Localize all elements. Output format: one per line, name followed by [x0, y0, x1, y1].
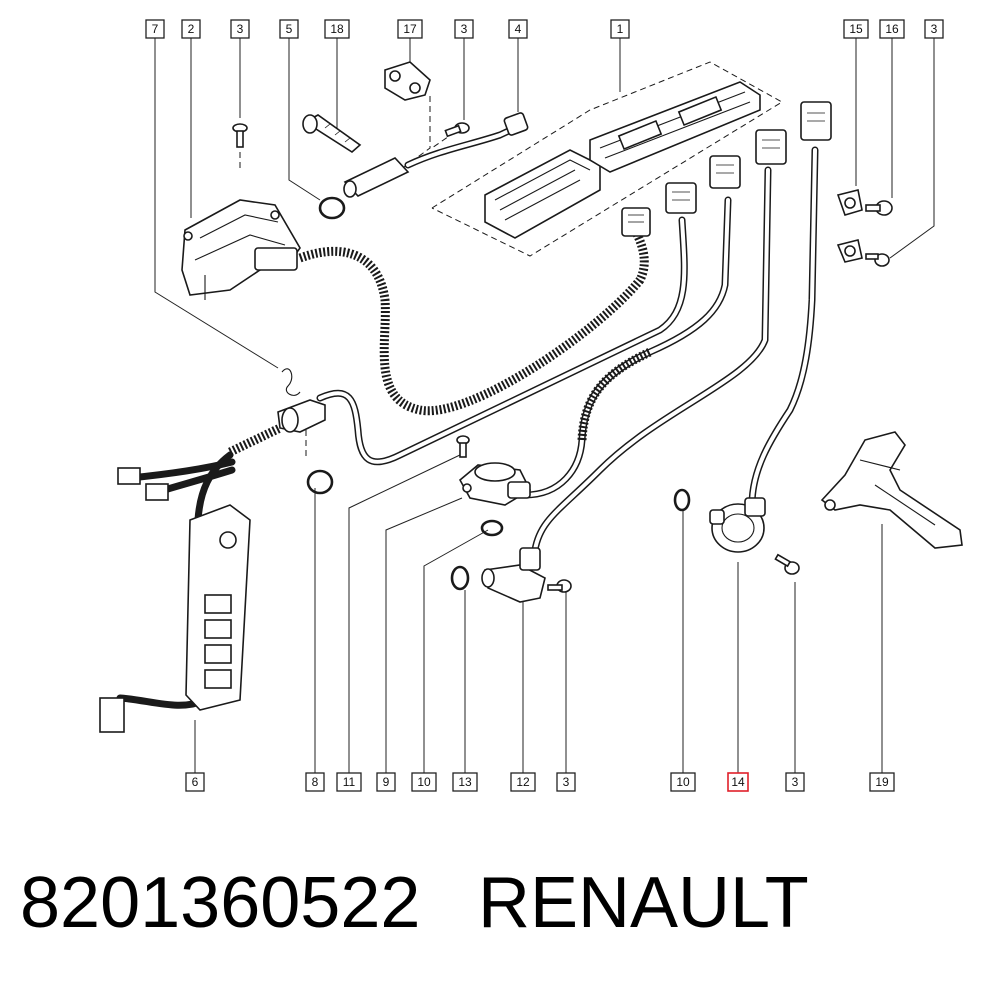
svg-text:3: 3	[792, 775, 799, 789]
brand-name: RENAULT	[478, 863, 809, 943]
svg-text:13: 13	[458, 775, 472, 789]
callout-10: 10	[670, 772, 696, 792]
position-sensor	[481, 547, 546, 603]
callout-8: 8	[305, 772, 325, 792]
svg-text:18: 18	[330, 22, 344, 36]
callout-1: 1	[610, 19, 630, 39]
callout-3: 3	[924, 19, 944, 39]
svg-text:2: 2	[188, 22, 195, 36]
svg-text:8: 8	[312, 775, 319, 789]
grommet	[277, 368, 326, 433]
harness-strip	[99, 467, 251, 733]
cable-connectors	[621, 101, 832, 237]
actuator-14	[709, 497, 766, 553]
callout-14-highlighted[interactable]: 14	[727, 772, 749, 792]
callout-2: 2	[181, 19, 201, 39]
svg-text:12: 12	[516, 775, 530, 789]
svg-text:14: 14	[731, 775, 745, 789]
callout-19: 19	[869, 772, 895, 792]
cable-clips	[836, 189, 893, 267]
callout-7: 7	[145, 19, 165, 39]
svg-text:6: 6	[192, 775, 199, 789]
svg-text:1: 1	[617, 22, 624, 36]
callout-3: 3	[785, 772, 805, 792]
callout-16: 16	[879, 19, 905, 39]
callout-10: 10	[411, 772, 437, 792]
bracket-19	[820, 431, 963, 549]
screw-17	[444, 122, 470, 138]
callout-6: 6	[185, 772, 205, 792]
callout-3: 3	[454, 19, 474, 39]
svg-text:19: 19	[875, 775, 889, 789]
bracket-17	[384, 61, 431, 101]
svg-text:4: 4	[515, 22, 522, 36]
callout-9: 9	[376, 772, 396, 792]
callout-13: 13	[452, 772, 478, 792]
callout-11: 11	[336, 772, 362, 792]
callout-3: 3	[230, 19, 250, 39]
o-ring-5	[318, 196, 346, 220]
svg-text:11: 11	[343, 775, 356, 789]
svg-text:3: 3	[461, 22, 468, 36]
screw-9	[456, 435, 470, 458]
control-module	[181, 199, 301, 300]
leader-lines	[154, 38, 935, 773]
o-ring-10-left	[480, 519, 504, 537]
callout-18: 18	[324, 19, 350, 39]
callout-4: 4	[508, 19, 528, 39]
svg-text:5: 5	[286, 22, 293, 36]
callouts-bottom: 6 8 11 9 10 13 12 3 10 14 3 19	[185, 772, 895, 792]
svg-text:3: 3	[563, 775, 570, 789]
o-ring-13	[450, 565, 470, 591]
screw-12	[547, 579, 572, 593]
svg-text:10: 10	[676, 775, 690, 789]
part-number: 8201360522	[20, 863, 421, 943]
screw-14	[774, 553, 800, 575]
svg-text:7: 7	[152, 22, 159, 36]
svg-text:3: 3	[931, 22, 938, 36]
speed-sensor	[343, 124, 519, 198]
pressure-sensor	[458, 462, 532, 506]
callout-5: 5	[279, 19, 299, 39]
callout-17: 17	[397, 19, 423, 39]
svg-text:3: 3	[237, 22, 244, 36]
svg-text:16: 16	[885, 22, 899, 36]
callout-15: 15	[843, 19, 869, 39]
part-caption: 8201360522 RENAULT	[20, 858, 980, 948]
callouts-top: 7 2 3 5 18 17 3 4 1 15 16 3	[145, 19, 944, 39]
dashed-assembly-lines	[239, 61, 783, 456]
screw-module	[232, 123, 248, 148]
o-ring-8	[306, 469, 334, 495]
connector-block	[484, 81, 761, 239]
svg-text:10: 10	[417, 775, 431, 789]
connector-4	[503, 112, 529, 136]
callout-12: 12	[510, 772, 536, 792]
svg-text:17: 17	[403, 22, 417, 36]
o-ring-10-right	[673, 488, 691, 512]
bolt-18	[302, 114, 362, 153]
callout-3: 3	[556, 772, 576, 792]
svg-text:15: 15	[849, 22, 863, 36]
svg-text:9: 9	[383, 775, 390, 789]
